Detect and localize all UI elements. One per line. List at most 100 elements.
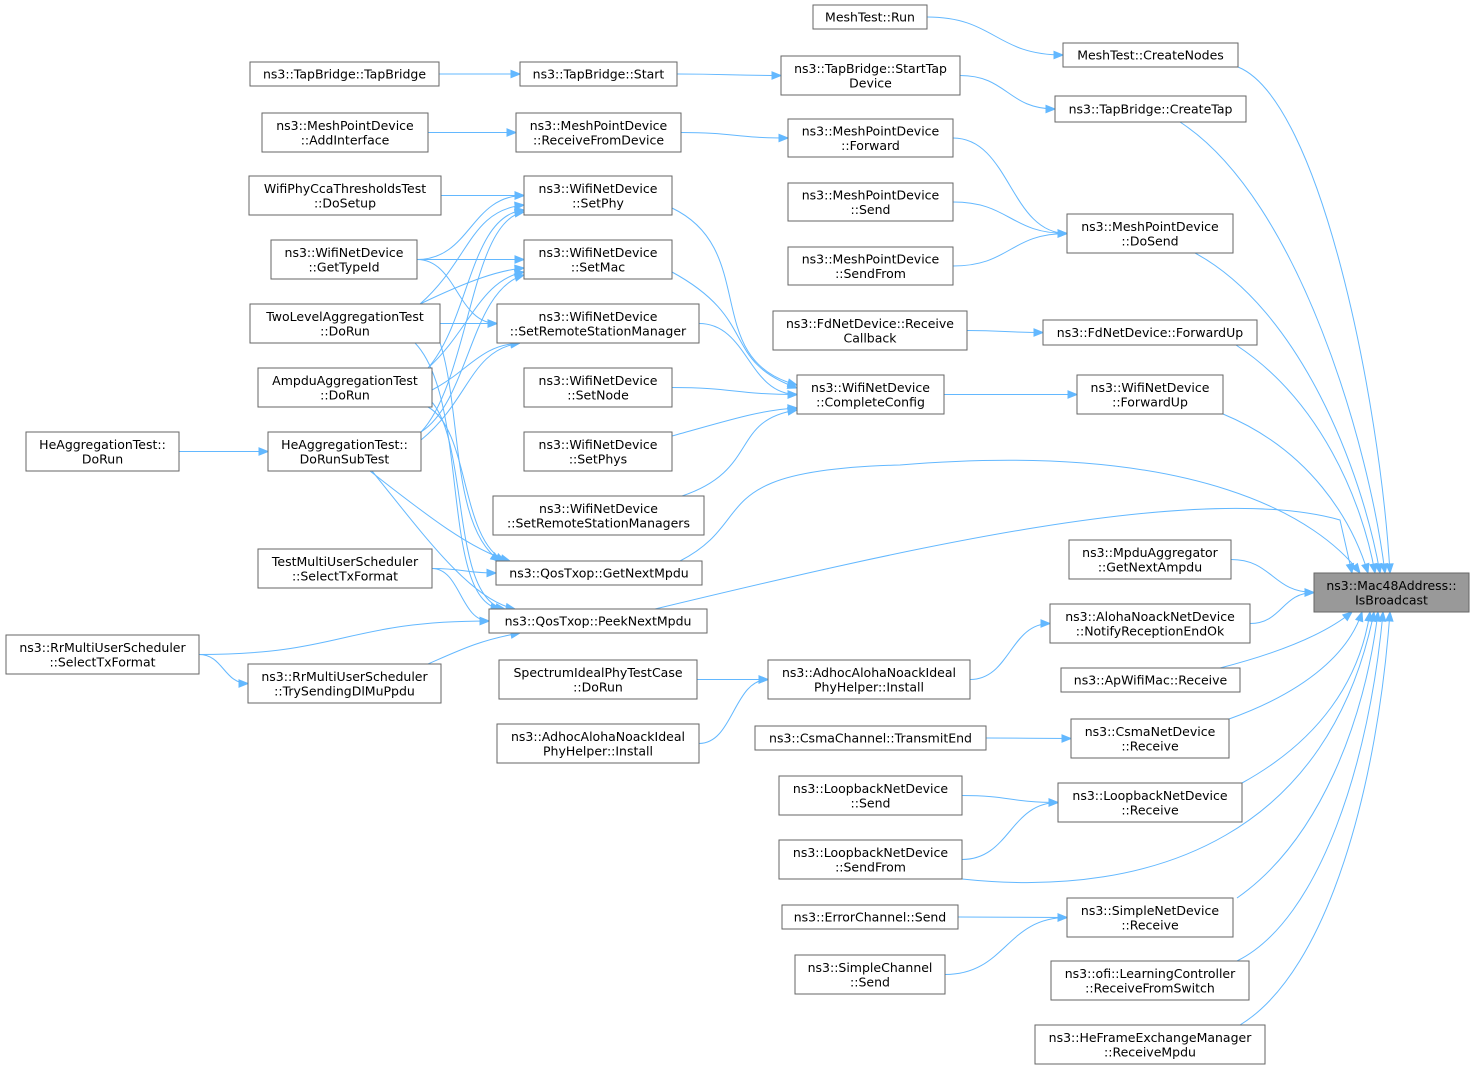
node-label: ::TrySendingDlMuPpdu [274,683,415,698]
node-label: IsBroadcast [1355,592,1428,607]
node-qosgetnext[interactable]: ns3::QosTxop::GetNextMpdu [495,560,703,586]
edge-testmus-to-qosgetnext [431,568,498,578]
edge-arrow [1040,619,1052,628]
node-lbsend[interactable]: ns3::LoopbackNetDevice::Send [778,775,963,816]
edge-ampdu-to-qosgetnext [427,406,507,562]
edge-wndsetphys-to-wndcompletecfg [671,404,799,437]
node-wndtypeid[interactable]: ns3::WifiNetDevice::GetTypeId [270,239,418,280]
node-errsend[interactable]: ns3::ErrorChannel::Send [781,904,959,930]
node-fdfwdup[interactable]: ns3::FdNetDevice::ForwardUp [1042,319,1258,346]
node-tbstart[interactable]: ns3::TapBridge::Start [519,61,678,87]
node-box [1042,319,1258,346]
node-mprecvdev[interactable]: ns3::MeshPointDevice::ReceiveFromDevice [515,112,682,153]
node-wndsetnode[interactable]: ns3::WifiNetDevice::SetNode [523,367,673,408]
node-label: ::SelectTxFormat [292,568,398,583]
edge-rrselect-to-rrtrysend [198,654,250,688]
edge-line [1237,66,1391,574]
edge-line [671,271,798,389]
node-wndsetrsm[interactable]: ns3::WifiNetDevice::SetRemoteStationMana… [496,303,700,344]
node-qospeek[interactable]: ns3::QosTxop::PeekNextMpdu [488,608,708,634]
node-tbcreatetap[interactable]: ns3::TapBridge::CreateTap [1054,95,1247,123]
node-wndcompletecfg[interactable]: ns3::WifiNetDevice::CompleteConfig [796,374,945,415]
edge-apwifi-to-root [1219,611,1354,669]
node-lbrecv[interactable]: ns3::LoopbackNetDevice::Receive [1057,782,1243,823]
node-alohanotify[interactable]: ns3::AlohaNoackNetDevice::NotifyReceptio… [1049,603,1251,644]
node-wificca[interactable]: WifiPhyCcaThresholdsTest::DoSetup [248,175,442,216]
node-heagg[interactable]: HeAggregationTest::DoRun [25,431,180,472]
edge-rrtrysend-to-qospeek [427,630,522,665]
node-label: ::Send [850,974,890,989]
edge-wndtypeid-to-wndsetmac [417,255,526,264]
node-mpaddif[interactable]: ns3::MeshPointDevice::AddInterface [261,112,429,153]
node-wndsetrsms[interactable]: ns3::WifiNetDevice::SetRemoteStationMana… [492,495,705,536]
node-box [1050,960,1250,1001]
edge-line [952,201,1068,234]
edge-arrow [479,616,491,626]
node-simplesend[interactable]: ns3::SimpleChannel::Send [794,954,946,995]
edge-arrow [1045,104,1057,114]
node-ofirecv[interactable]: ns3::ofi::LearningController::ReceiveFro… [1050,960,1250,1001]
edge-line [698,323,798,395]
node-twolevel[interactable]: TwoLevelAggregationTest::DoRun [249,303,441,344]
node-mpdosend[interactable]: ns3::MeshPointDevice::DoSend [1066,213,1234,254]
edge-twolevel-to-wndsetrsm [440,319,499,328]
edge-line [671,207,798,386]
node-ampdu[interactable]: AmpduAggregationTest::DoRun [257,367,433,408]
node-label: PhyHelper::Install [543,743,653,758]
node-wndfwdup[interactable]: ns3::WifiNetDevice::ForwardUp [1076,374,1224,415]
node-adhocinstall2[interactable]: ns3::AdhocAlohaNoackIdealPhyHelper::Inst… [496,723,700,764]
edge-arrow [486,568,498,578]
node-wndsetmac[interactable]: ns3::WifiNetDevice::SetMac [523,239,673,280]
node-wndsetphys[interactable]: ns3::WifiNetDevice::SetPhys [523,431,673,472]
node-box [248,175,442,216]
edge-line [676,73,782,76]
node-simplerecv[interactable]: ns3::SimpleNetDevice::Receive [1066,897,1234,938]
node-meshcreate[interactable]: MeshTest::CreateNodes [1062,42,1239,68]
node-mpsendfrom[interactable]: ns3::MeshPointDevice::SendFrom [787,246,954,286]
node-label: ns3::SimpleChannel [808,960,933,975]
edge-line [1239,611,1391,1026]
edge-line [427,271,525,369]
node-label: ns3::WifiNetDevice [811,380,930,395]
node-csmarecv[interactable]: ns3::CsmaNetDevice::Receive [1070,718,1230,759]
node-adhocinstall1[interactable]: ns3::AdhocAlohaNoackIdealPhyHelper::Inst… [767,659,971,700]
edge-meshrun-to-meshcreate [926,16,1065,60]
node-box [1068,539,1232,580]
node-box [496,303,700,344]
edge-line [926,16,1064,56]
node-mpfwd[interactable]: ns3::MeshPointDevice::Forward [787,118,954,158]
node-wndsetphy[interactable]: ns3::WifiNetDevice::SetPhy [523,175,673,216]
node-testmus[interactable]: TestMultiUserScheduler::SelectTxFormat [257,548,433,589]
edge-wndtypeid-to-wndsetphy [416,191,526,260]
node-label: ::DoSend [1121,233,1178,248]
node-heaggsub[interactable]: HeAggregationTest::DoRunSubTest [267,431,422,472]
edge-line [429,399,506,610]
node-meshrun[interactable]: MeshTest::Run [812,4,928,30]
node-label: ns3::LoopbackNetDevice [793,845,948,860]
edge-line [198,654,249,684]
node-label: ns3::RrMultiUserScheduler [261,669,428,684]
edge-lbrecv-to-root [1241,610,1373,784]
node-herecv[interactable]: ns3::HeFrameExchangeManager::ReceiveMpdu [1034,1024,1266,1065]
node-box [767,659,971,700]
edge-line [371,470,516,610]
node-specideal[interactable]: SpectrumIdealPhyTestCase::DoRun [498,659,698,700]
node-label: DoRunSubTest [300,451,390,466]
node-root[interactable]: ns3::Mac48Address::IsBroadcast [1313,572,1470,613]
node-rrselect[interactable]: ns3::RrMultiUserScheduler::SelectTxForma… [5,634,200,675]
edge-line [1179,121,1386,574]
edge-arrow [1361,562,1370,575]
node-lbsendfrom[interactable]: ns3::LoopbackNetDevice::SendFrom [778,839,963,880]
edge-arrow [1345,562,1355,575]
edge-mpfwd-to-mpdosend [952,137,1069,238]
node-apwifi[interactable]: ns3::ApWifiMac::Receive [1060,667,1241,693]
edge-arrow [513,273,526,282]
edge-line [969,623,1051,680]
node-mpsend[interactable]: ns3::MeshPointDevice::Send [787,182,954,222]
node-tbtb[interactable]: ns3::TapBridge::TapBridge [249,61,440,87]
node-rrtrysend[interactable]: ns3::RrMultiUserScheduler::TrySendingDlM… [247,663,442,704]
node-mpduaggr[interactable]: ns3::MpduAggregator::GetNextAmpdu [1068,539,1232,580]
node-csmatransmit[interactable]: ns3::CsmaChannel::TransmitEnd [754,725,987,751]
